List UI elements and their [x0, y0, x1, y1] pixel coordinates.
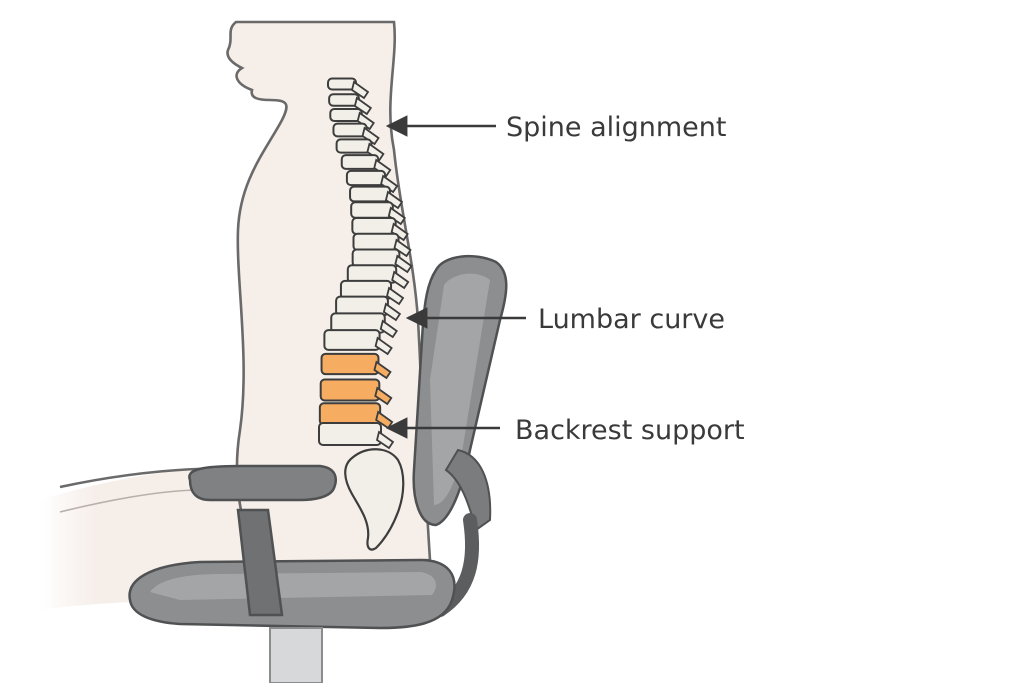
spinous-process — [350, 80, 370, 100]
lumbar-vertebra-highlighted — [318, 402, 382, 426]
spinous-process — [361, 126, 380, 146]
spinous-process — [366, 142, 385, 162]
spinous-process — [380, 174, 399, 194]
spine — [318, 77, 413, 450]
spinous-process — [374, 386, 393, 406]
chair-armrest — [188, 464, 337, 617]
vertebra — [340, 154, 380, 170]
lumbar-curve-label: Lumbar curve — [538, 304, 725, 335]
lumbar-vertebra-highlighted — [320, 352, 380, 376]
spinous-process — [391, 270, 410, 290]
vertebra — [352, 232, 400, 252]
vertebra — [351, 217, 397, 235]
spinous-process — [393, 238, 412, 258]
spinous-process — [379, 319, 398, 339]
vertebra — [332, 122, 368, 138]
spinous-process — [373, 360, 392, 380]
vertebra — [318, 422, 382, 446]
vertebra — [350, 201, 394, 219]
vertebra — [335, 138, 373, 154]
spinous-process — [394, 254, 413, 274]
sacrum — [344, 448, 405, 551]
spinous-process — [384, 190, 404, 210]
vertebra — [345, 169, 387, 187]
chair-seat — [128, 558, 456, 683]
spinous-process — [356, 111, 375, 131]
spinous-process — [390, 222, 409, 242]
vertebra — [328, 93, 360, 107]
vertebra — [351, 248, 401, 268]
spinous-process — [386, 286, 405, 306]
vertebra — [349, 185, 391, 203]
lumbar-vertebra-highlighted — [319, 378, 381, 402]
spinous-process — [382, 302, 402, 322]
thigh-inner-line — [59, 489, 201, 513]
spinous-process — [374, 336, 393, 356]
vertebra — [329, 107, 363, 123]
spinous-process — [353, 96, 373, 116]
chair-backrest — [412, 255, 508, 617]
spinous-process — [373, 158, 392, 178]
spine-alignment-label: Spine alignment — [506, 112, 727, 143]
backrest-support-label: Backrest support — [515, 415, 745, 446]
spinous-process — [387, 206, 407, 226]
vertebra — [323, 329, 381, 351]
